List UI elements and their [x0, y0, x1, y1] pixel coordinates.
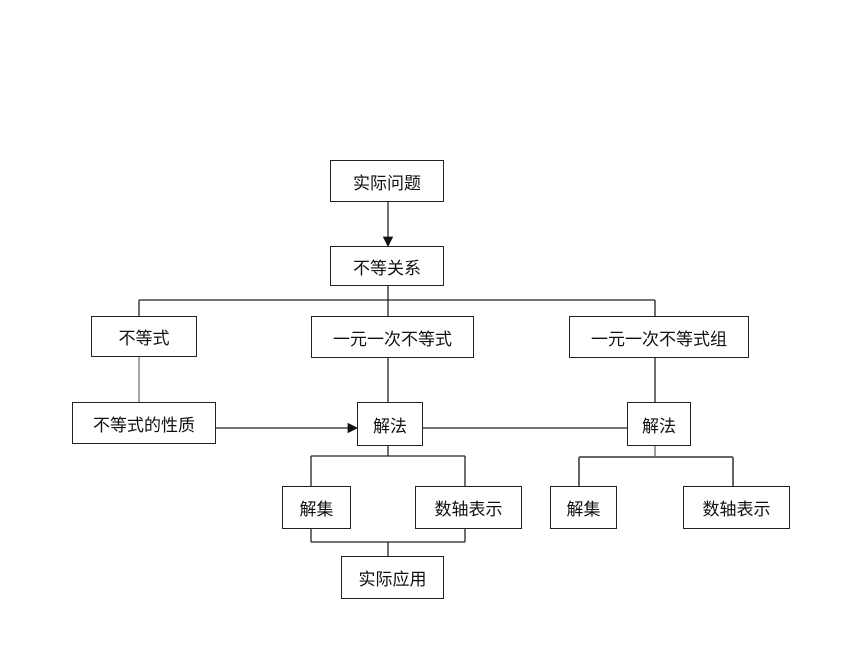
node-solution-method-1: 解法: [357, 402, 423, 446]
node-inequality: 不等式: [91, 316, 197, 357]
node-number-line-1: 数轴表示: [415, 486, 522, 529]
node-solution-set-2: 解集: [550, 486, 617, 529]
node-practical-problem: 实际问题: [330, 160, 444, 202]
node-solution-set-1: 解集: [282, 486, 351, 529]
node-linear-inequality: 一元一次不等式: [311, 316, 474, 358]
node-inequality-properties: 不等式的性质: [72, 402, 216, 444]
node-linear-inequality-system: 一元一次不等式组: [569, 316, 749, 358]
node-practical-application: 实际应用: [341, 556, 444, 599]
node-number-line-2: 数轴表示: [683, 486, 790, 529]
node-inequality-relation: 不等关系: [330, 246, 444, 286]
node-solution-method-2: 解法: [627, 402, 691, 446]
